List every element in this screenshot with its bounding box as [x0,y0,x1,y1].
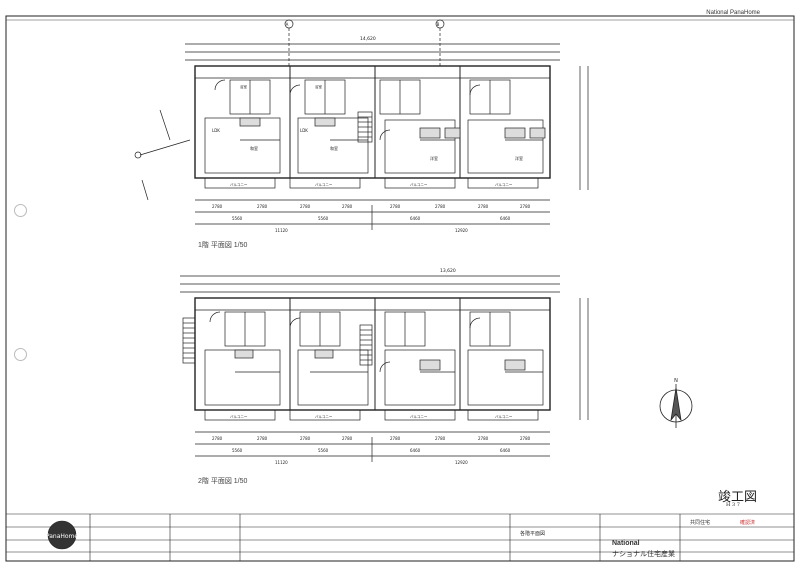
logo-text: PanaHome [46,533,79,540]
dim-1f: 2780 [478,204,489,209]
company-block: National [612,540,640,547]
checker-mark: 確認済 [740,520,756,526]
dim-2f: 2780 [212,436,223,441]
stamp-main: 竣工図 [718,490,758,505]
dim-1f: 2780 [390,204,401,209]
drawing-title: 各階平面図 [520,531,546,537]
room-label: 洋室 [515,155,523,161]
sheet-border [5,15,795,562]
room-label: 和室 [250,145,258,151]
building-type: 共同住宅 [690,520,711,526]
dim-1f: 2780 [300,204,311,209]
dim-2f: 2780 [300,436,311,441]
grid-label-b: B [437,22,440,27]
stamp-sub: H 3 7 [726,502,740,508]
site-lines-1f [134,109,191,201]
title-block [6,513,794,561]
dim-1f: 5560 [232,216,243,221]
room-label: バルコニー [230,415,248,419]
dim-1f: 2780 [435,204,446,209]
room-label: バルコニー [230,183,248,187]
dim-2f: 6460 [500,448,511,453]
room-label: バルコニー [495,183,513,187]
dim-1f: 12920 [455,228,468,233]
punch-hole [14,204,27,217]
room-label: 洋室 [430,155,438,161]
dim-2f: 11120 [275,460,288,465]
plan-2f [180,275,589,462]
room-label: バルコニー [410,183,428,187]
dim-overall-2f: 13,620 [440,268,456,274]
room-label: 和室 [330,145,338,151]
dim-2f: 5560 [318,448,329,453]
north-label: N [674,378,678,384]
dim-1f: 2780 [257,204,268,209]
plan-caption-1f: 1階 平面図 1/50 [198,242,248,249]
dim-2f: 2780 [478,436,489,441]
dim-2f: 5560 [232,448,243,453]
dim-2f: 12920 [455,460,468,465]
grid-label-a: A [286,22,289,27]
punch-hole [14,348,27,361]
dim-1f: 5560 [318,216,329,221]
dim-1f: 6460 [500,216,511,221]
room-label: バルコニー [315,415,333,419]
room-label: 浴室 [315,84,323,89]
room-label: LDK [300,128,308,133]
company-name: ナショナル住宅産業 [612,551,675,558]
dim-2f: 2780 [520,436,531,441]
dim-overall-1f: 14,620 [360,36,376,42]
plan-1f [185,19,589,230]
dim-1f: 2780 [212,204,223,209]
dim-1f: 2780 [342,204,353,209]
north-arrow-icon [659,384,693,428]
dim-2f: 6460 [410,448,421,453]
room-label: LDK [212,128,220,133]
dim-2f: 2780 [257,436,268,441]
room-label: バルコニー [495,415,513,419]
dim-1f: 6460 [410,216,421,221]
dim-2f: 2780 [435,436,446,441]
dim-1f: 11120 [275,228,288,233]
panahome-logo [47,520,77,550]
dim-2f: 2780 [390,436,401,441]
dim-1f: 2780 [520,204,531,209]
room-label: バルコニー [315,183,333,187]
header-brand: National PanaHome [706,10,760,16]
plan-caption-2f: 2階 平面図 1/50 [198,478,248,485]
dim-2f: 2780 [342,436,353,441]
room-label: バルコニー [410,415,428,419]
room-label: 浴室 [240,84,247,89]
